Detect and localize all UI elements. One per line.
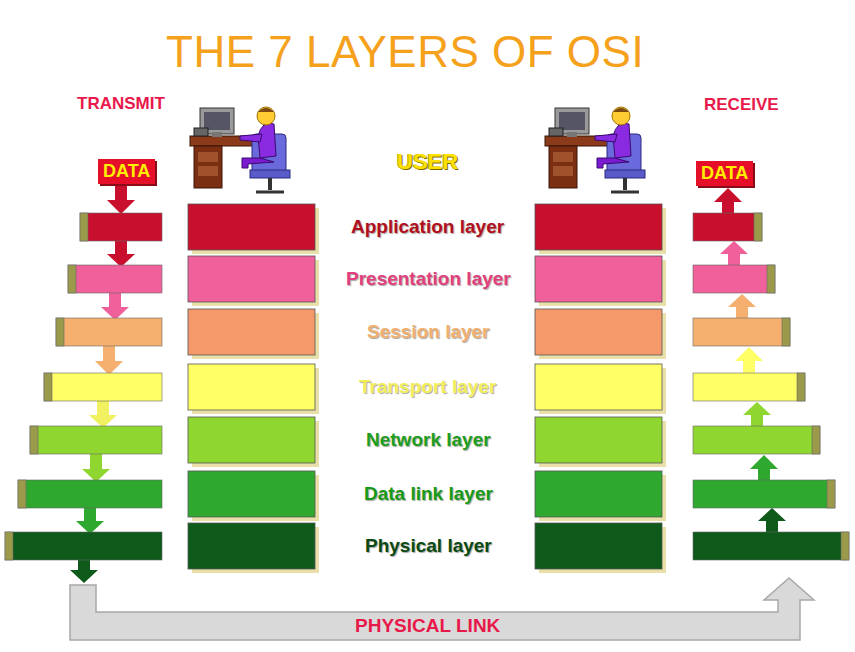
- layer-name: Physical layer: [365, 535, 492, 557]
- data-text: DATA: [696, 161, 753, 186]
- direction-label: RECEIVE: [704, 95, 779, 115]
- layer-name-holder: Presentation layer: [346, 268, 511, 290]
- layer-name-holder: Application layer: [351, 216, 504, 238]
- physical-link-label-holder: PHYSICAL LINK: [351, 615, 504, 637]
- physical-link-label: PHYSICAL LINK: [351, 615, 504, 637]
- layer-name: Presentation layer: [346, 268, 511, 290]
- direction-label-holder: RECEIVE: [704, 95, 779, 115]
- layer-name: Application layer: [351, 216, 504, 238]
- layer-name-holder: Network layer: [366, 429, 491, 451]
- layer-name: Network layer: [366, 429, 491, 451]
- user-label: USER: [397, 149, 458, 175]
- diagram-title-holder: THE 7 LAYERS OF OSI: [166, 27, 644, 77]
- direction-label: TRANSMIT: [77, 94, 165, 114]
- layer-name: Session layer: [367, 321, 490, 343]
- data-box: DATA: [98, 159, 155, 184]
- layer-name-holder: Data link layer: [364, 483, 493, 505]
- data-text: DATA: [98, 159, 155, 184]
- data-box: DATA: [696, 161, 753, 186]
- layer-name-holder: Physical layer: [365, 535, 492, 557]
- diagram-title: THE 7 LAYERS OF OSI: [166, 27, 644, 77]
- layer-name-holder: Transport layer: [359, 376, 496, 398]
- layer-name: Data link layer: [364, 483, 493, 505]
- direction-label-holder: TRANSMIT: [77, 94, 165, 114]
- layer-name-holder: Session layer: [367, 321, 490, 343]
- user-label-holder: USER: [397, 149, 458, 175]
- layer-name: Transport layer: [359, 376, 496, 398]
